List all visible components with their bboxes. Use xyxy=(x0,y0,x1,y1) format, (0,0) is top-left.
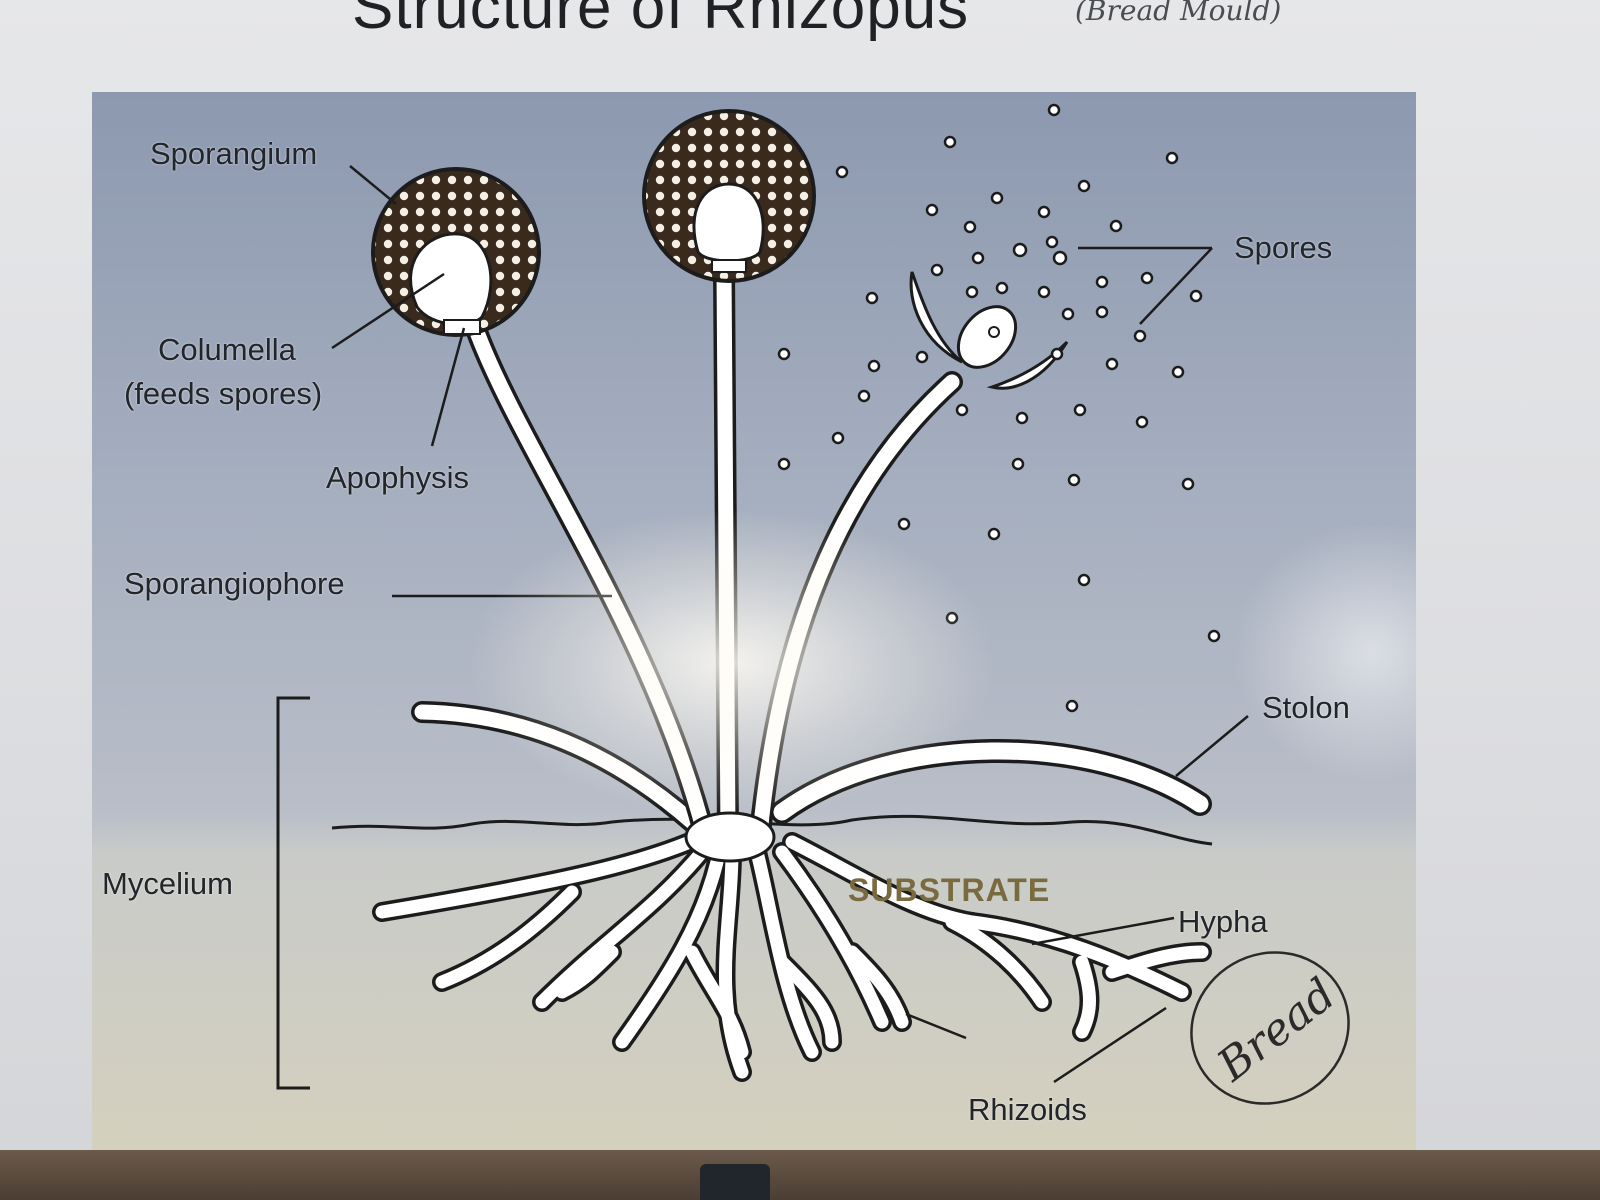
label-sporangium: Sporangium xyxy=(150,136,318,171)
ruptured-sporangium xyxy=(909,271,1069,390)
sporangiophore-middle xyxy=(713,261,739,845)
label-columella-note: (feeds spores) xyxy=(124,376,323,411)
handwritten-title-note: (Bread Mould) xyxy=(1075,0,1282,27)
label-stolon: Stolon xyxy=(1262,690,1350,725)
handwritten-circle xyxy=(1190,951,1350,1105)
page-title: Structure of Rhizopus xyxy=(352,0,970,42)
substrate-surface xyxy=(331,814,1213,846)
mycelium-bracket xyxy=(276,696,310,1090)
label-columella: Columella xyxy=(158,332,296,367)
label-hypha: Hypha xyxy=(1178,904,1268,939)
label-spores: Spores xyxy=(1234,230,1333,265)
label-sporangiophore: Sporangiophore xyxy=(124,566,345,601)
spores xyxy=(777,103,1221,713)
projected-slide: Bread Sporangium Columella (feeds spores… xyxy=(92,92,1416,1150)
handwritten-label: Bread xyxy=(1207,969,1345,1092)
stolon-right xyxy=(770,739,1212,824)
sporangium-left xyxy=(371,167,541,337)
mycelium-junction xyxy=(684,811,776,863)
projector-stand xyxy=(0,1150,1600,1200)
rhizoids xyxy=(372,822,1212,1082)
label-apophysis: Apophysis xyxy=(326,460,470,495)
label-substrate: SUBSTRATE xyxy=(848,872,1051,908)
sporangium-middle xyxy=(642,109,816,283)
stolon-left xyxy=(411,701,703,833)
rhizopus-diagram: Bread xyxy=(276,103,1350,1105)
label-rhizoids: Rhizoids xyxy=(968,1092,1087,1127)
projector-camera xyxy=(700,1164,770,1200)
label-mycelium: Mycelium xyxy=(102,866,233,901)
